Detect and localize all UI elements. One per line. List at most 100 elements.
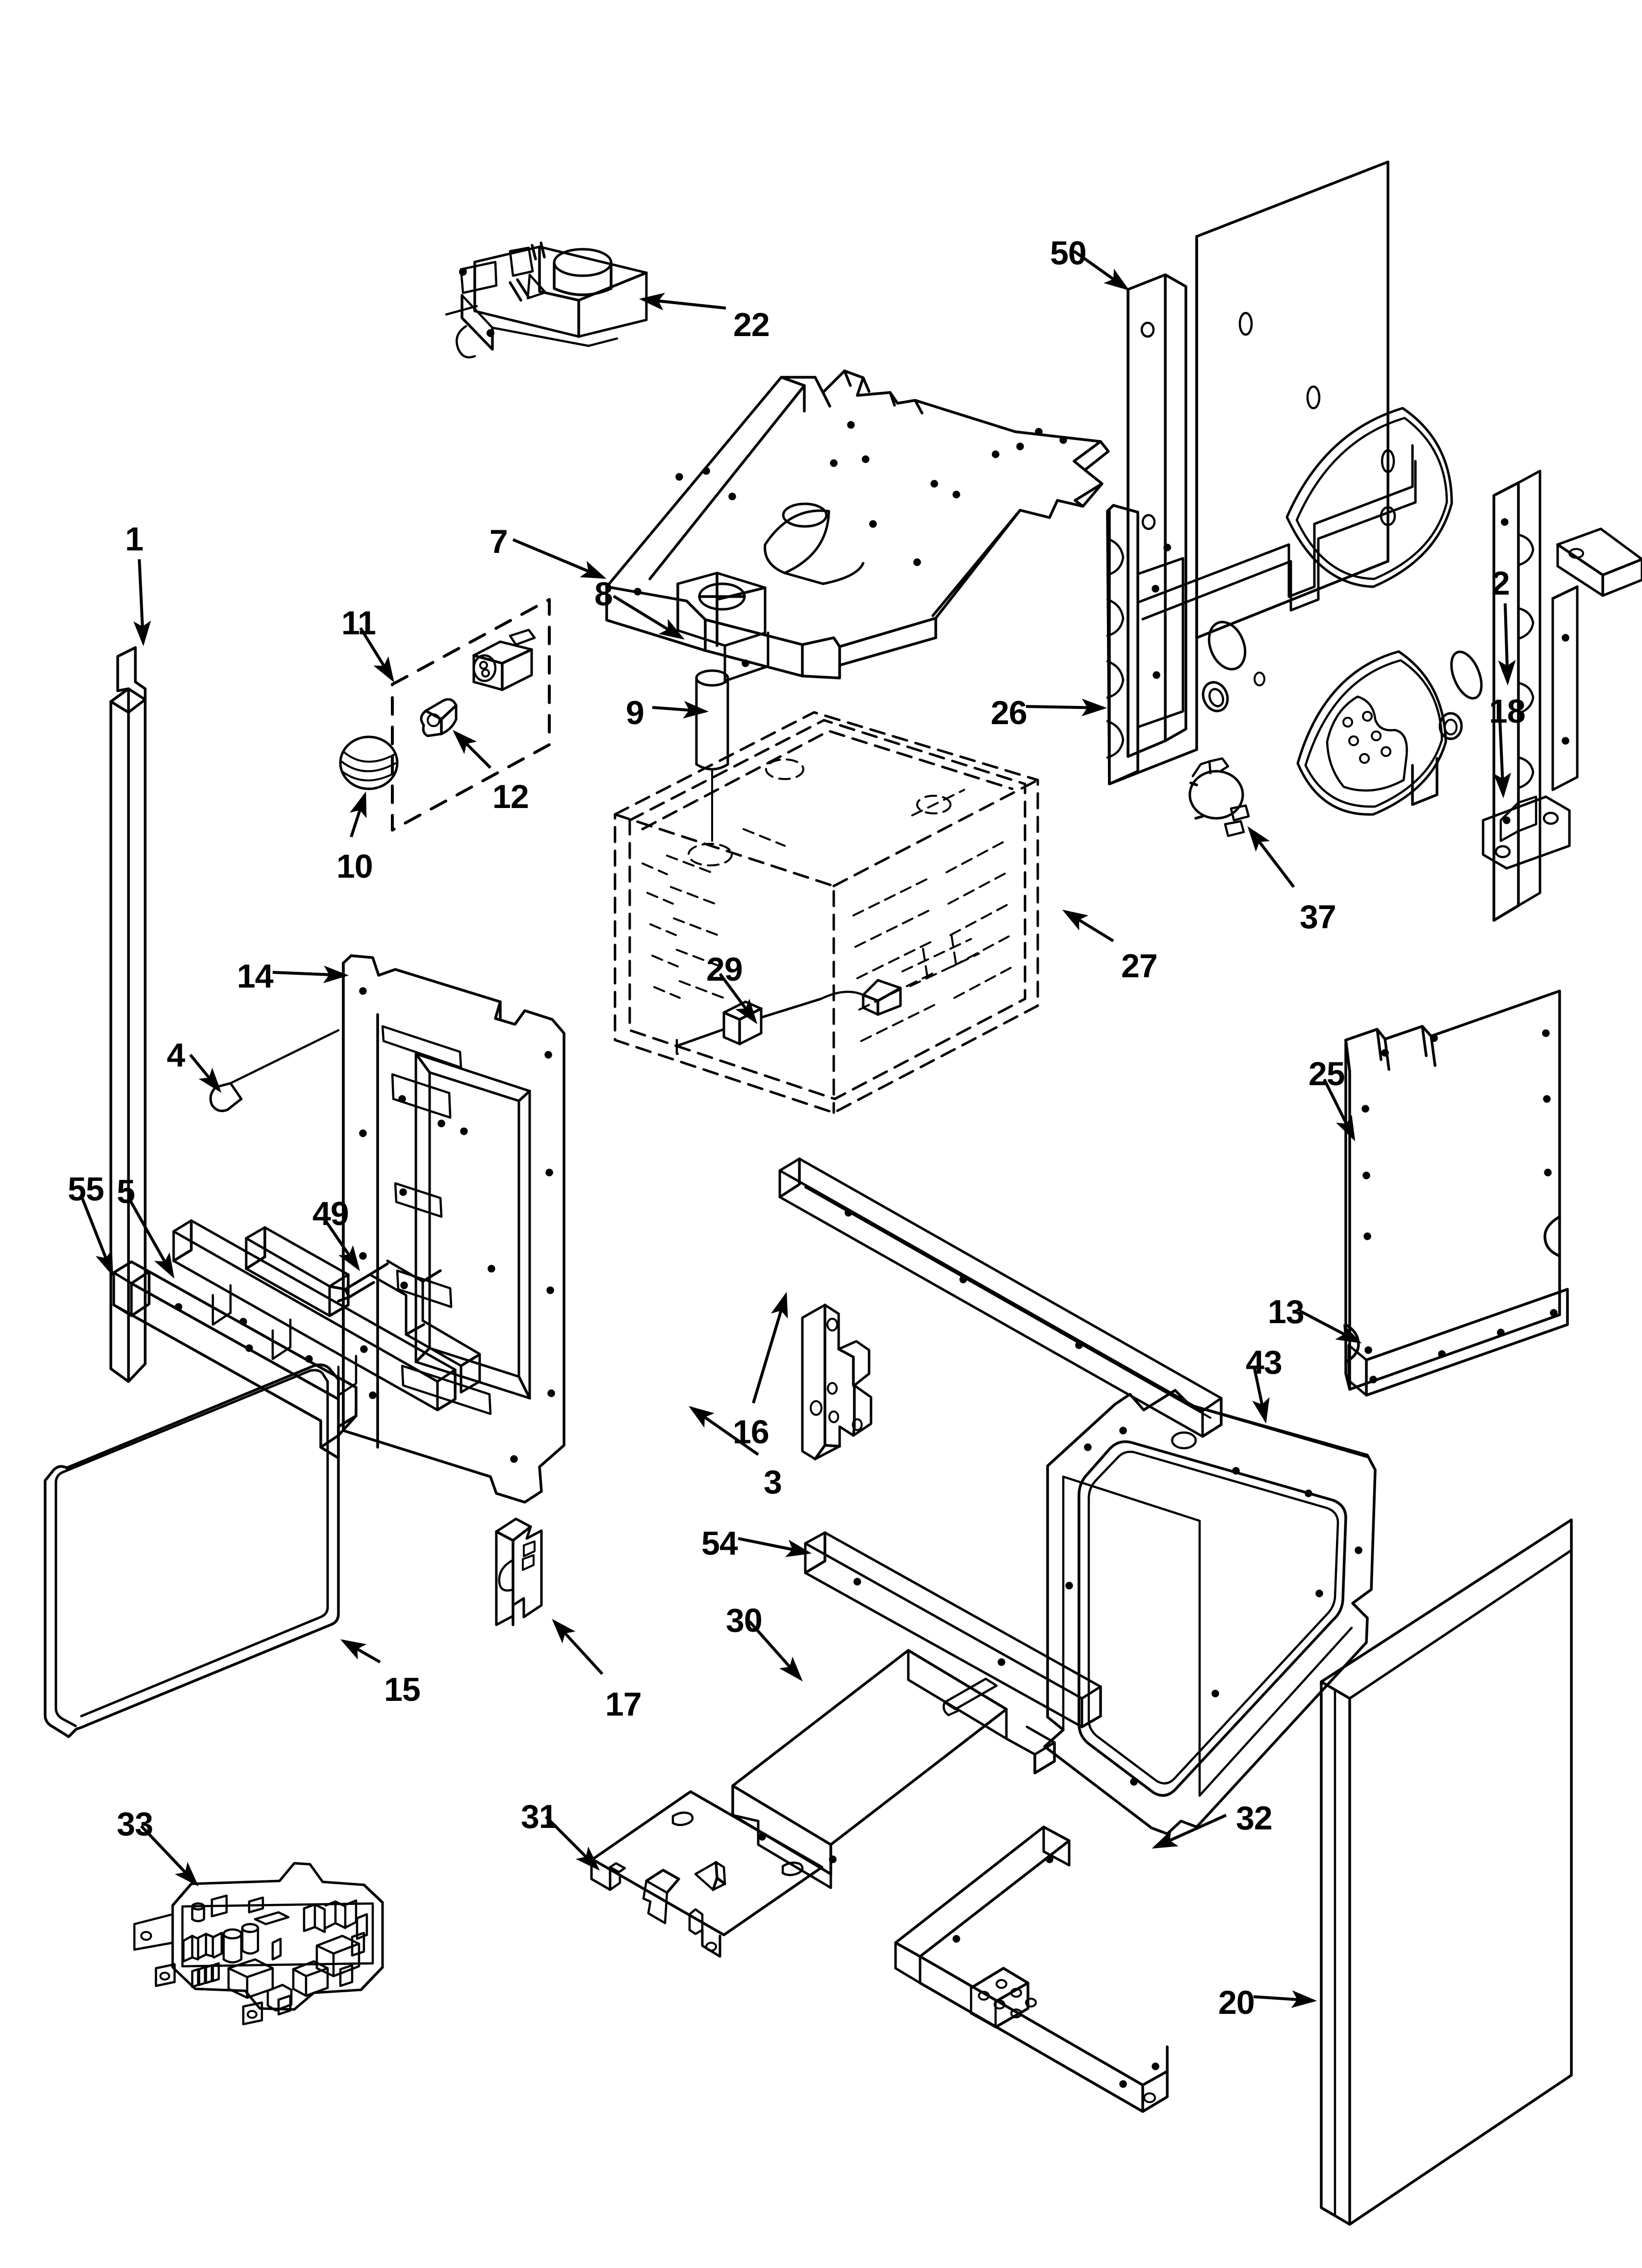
callout-14: 14 — [237, 958, 274, 995]
callout-5: 5 — [117, 1173, 135, 1210]
callout-18: 18 — [1489, 693, 1526, 730]
leader-15 — [340, 1639, 381, 1664]
part-11-indicator-light-kit-group — [391, 598, 551, 832]
part-54-front-bottom-rail — [804, 1531, 1102, 1728]
leader-2 — [1498, 603, 1516, 686]
part-55-lower-frame-rail — [112, 1260, 358, 1460]
callout-27: 27 — [1121, 947, 1158, 985]
leader-50 — [1073, 250, 1129, 291]
part-5-front-frame-rail — [172, 1219, 457, 1411]
callout-20: 20 — [1218, 1984, 1255, 2021]
part-13-rear-base-trim — [1347, 1288, 1569, 1397]
part-29-temperature-sensor — [675, 979, 902, 1055]
leader-31 — [544, 1815, 600, 1871]
leader-3 — [689, 1406, 759, 1456]
part-50-rear-mounting-flange — [1127, 273, 1187, 758]
callout-11: 11 — [341, 604, 376, 642]
part-12-lamp-socket — [420, 698, 458, 737]
part-43-oven-top-frame-panel — [1043, 1389, 1377, 1835]
leader-30 — [748, 1620, 803, 1682]
leader-7 — [512, 538, 607, 579]
callout-15: 15 — [384, 1671, 421, 1708]
callout-55: 55 — [68, 1171, 104, 1208]
callout-16: 16 — [733, 1413, 770, 1451]
callout-17: 17 — [605, 1686, 642, 1723]
leader-37 — [1247, 826, 1295, 888]
leader-12 — [452, 730, 492, 769]
leader-26 — [1026, 699, 1107, 717]
callout-25: 25 — [1308, 1055, 1345, 1093]
part-49-mid-frame-rail — [245, 1226, 481, 1394]
callout-8: 8 — [594, 575, 613, 613]
leader-11 — [359, 627, 394, 683]
part-11-receptacle — [472, 628, 536, 691]
callout-3: 3 — [764, 1463, 782, 1501]
part-7-maintop-panel — [605, 369, 1110, 679]
callout-37: 37 — [1300, 898, 1336, 936]
leader-43 — [1252, 1368, 1270, 1424]
leader-8 — [613, 595, 685, 640]
part-16-upper-front-trim-rail — [778, 1157, 1223, 1438]
leader-20 — [1253, 1990, 1317, 2008]
leader-17 — [552, 1618, 604, 1675]
leader-32 — [1152, 1814, 1227, 1849]
leader-16 — [752, 1292, 788, 1404]
part-27-oven-cavity-liner — [614, 711, 1039, 1114]
part-3-hinge-bracket — [801, 1303, 872, 1460]
leader-18 — [1493, 717, 1512, 799]
callout-33: 33 — [117, 1805, 154, 1843]
callout-2: 2 — [1491, 565, 1510, 602]
part-20-outer-side-panel — [1320, 1518, 1573, 2226]
leader-27 — [1062, 910, 1114, 942]
callout-26: 26 — [991, 694, 1027, 731]
part-33-electronic-control-board — [133, 1862, 384, 2026]
callout-13: 13 — [1268, 1293, 1305, 1330]
part-1-trim-strip — [109, 646, 147, 1383]
part-14-oven-front-frame — [342, 954, 565, 1504]
part-32-lower-support-bracket — [894, 1825, 1169, 2113]
leader-49 — [325, 1221, 360, 1271]
leader-22 — [639, 292, 726, 311]
callout-43: 43 — [1246, 1344, 1283, 1381]
callout-30: 30 — [726, 1602, 763, 1639]
part-25-rear-panel-cover — [1344, 990, 1561, 1391]
leader-14 — [272, 965, 349, 984]
leader-33 — [140, 1825, 199, 1887]
part-4-leveling-screw — [209, 1029, 340, 1112]
part-2-rail — [1556, 527, 1642, 597]
callout-1: 1 — [125, 521, 144, 558]
part-17-door-strike-clip — [495, 1517, 543, 1626]
leader-54 — [738, 1537, 812, 1557]
part-37-thermal-cutoff-switch — [1188, 757, 1250, 837]
callout-32: 32 — [1236, 1799, 1273, 1837]
part-15-door-gasket-seal — [44, 1363, 340, 1738]
callout-49: 49 — [312, 1195, 349, 1232]
leader-5 — [129, 1200, 175, 1279]
leader-9 — [652, 701, 709, 719]
leader-13 — [1299, 1309, 1362, 1344]
leader-10 — [350, 791, 367, 837]
callout-22: 22 — [733, 306, 770, 343]
callout-7: 7 — [489, 523, 508, 560]
callout-29: 29 — [706, 951, 743, 988]
leader-25 — [1323, 1078, 1356, 1142]
leader-1 — [133, 559, 151, 647]
callout-54: 54 — [701, 1525, 738, 1562]
callout-10: 10 — [336, 848, 373, 885]
part-2-top-side-trim-rail — [1551, 585, 1579, 791]
part-31-bottom-access-panel — [590, 1790, 823, 1958]
callout-50: 50 — [1050, 235, 1087, 272]
part-10-knob-cap — [339, 735, 399, 790]
callout-4: 4 — [167, 1037, 185, 1074]
part-18-latch-keeper-plate — [1482, 795, 1571, 870]
part-27-cavity-detail — [641, 758, 1014, 1042]
part-9-flue-vent-tube — [695, 669, 729, 842]
part-22-blower-motor-assembly — [445, 241, 648, 359]
callout-31: 31 — [521, 1798, 558, 1835]
callout-9: 9 — [626, 694, 644, 731]
part-26-rear-chassis-panel — [1106, 160, 1483, 816]
leader-29 — [718, 973, 758, 1024]
leader-4 — [189, 1054, 222, 1093]
leader-55 — [81, 1198, 113, 1277]
